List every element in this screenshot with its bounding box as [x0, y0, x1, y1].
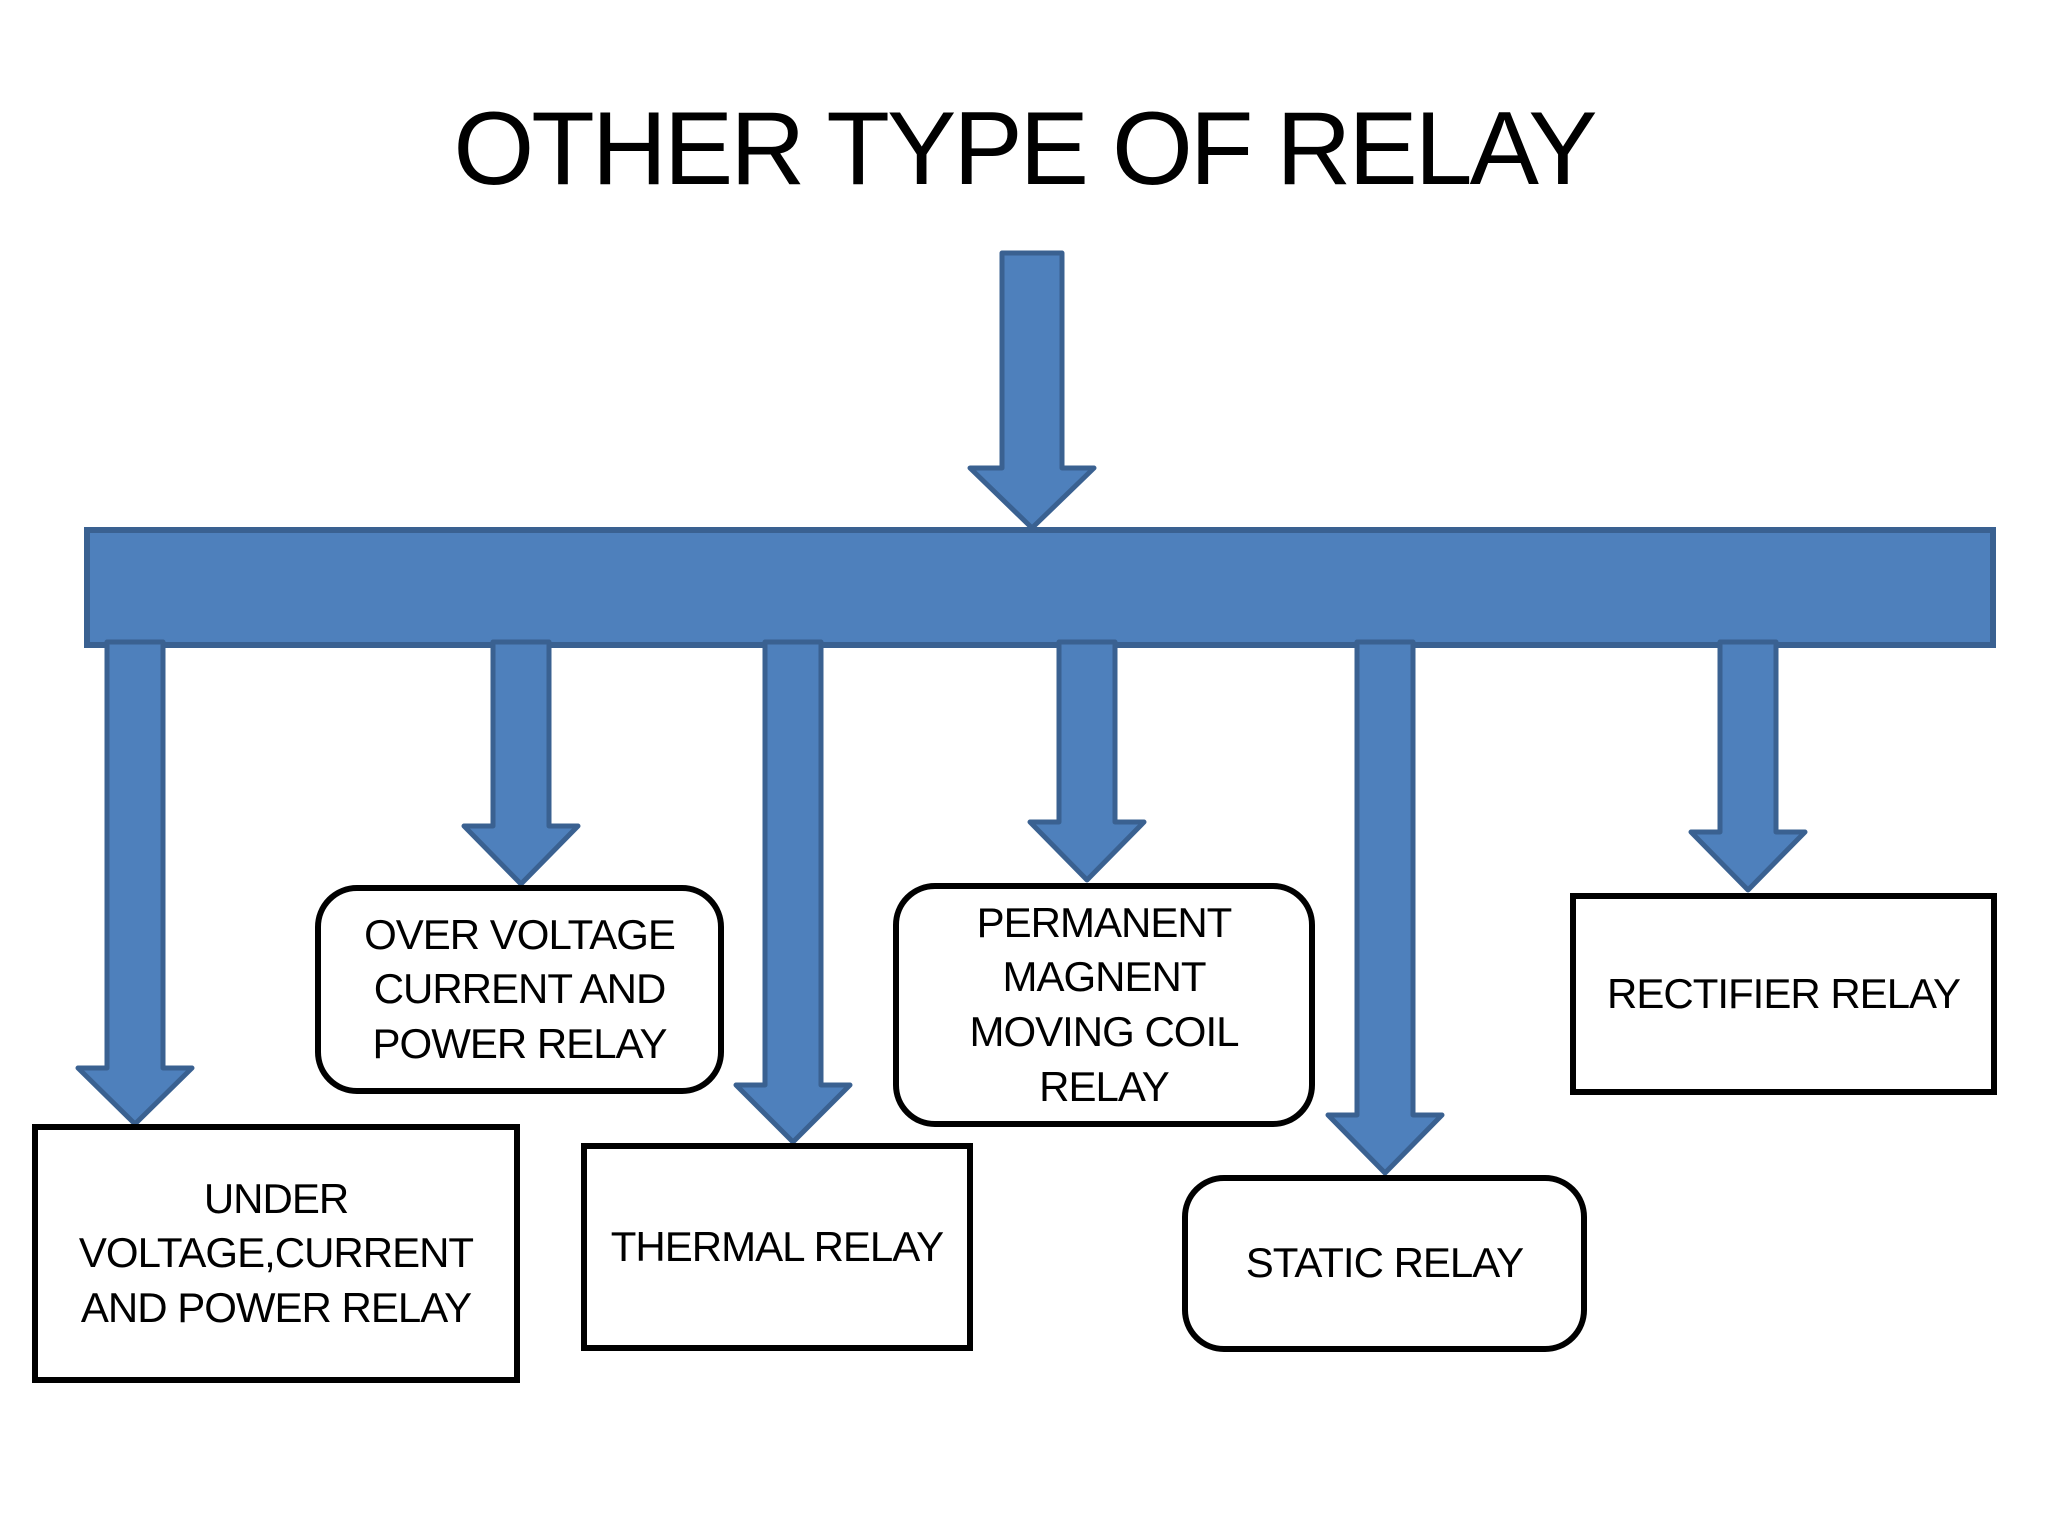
- node-static-relay: STATIC RELAY: [1182, 1175, 1587, 1352]
- node-thermal-relay: THERMAL RELAY: [581, 1143, 973, 1351]
- node-label: OVER VOLTAGE CURRENT AND POWER RELAY: [364, 910, 676, 1067]
- branch-arrow-over-voltage: [461, 639, 581, 887]
- main-down-arrow: [967, 250, 1097, 531]
- node-over-voltage-relay: OVER VOLTAGE CURRENT AND POWER RELAY: [315, 885, 724, 1094]
- node-rectifier-relay: RECTIFIER RELAY: [1570, 893, 1997, 1095]
- node-label: PERMANENT MAGNENT MOVING COIL RELAY: [969, 898, 1239, 1110]
- node-permanent-magnet-relay: PERMANENT MAGNENT MOVING COIL RELAY: [893, 883, 1315, 1127]
- branch-bar: [84, 527, 1996, 648]
- node-label: STATIC RELAY: [1245, 1239, 1524, 1287]
- branch-arrow-static: [1325, 639, 1445, 1176]
- node-under-voltage-relay: UNDER VOLTAGE,CURRENT AND POWER RELAY: [32, 1124, 520, 1383]
- branch-arrow-thermal: [733, 639, 853, 1145]
- branch-arrow-permanent-magnet: [1027, 639, 1147, 883]
- diagram-title: OTHER TYPE OF RELAY: [453, 91, 1597, 207]
- node-label: UNDER VOLTAGE,CURRENT AND POWER RELAY: [78, 1174, 474, 1331]
- branch-arrow-under-voltage: [75, 639, 195, 1127]
- node-label: THERMAL RELAY: [610, 1222, 944, 1270]
- branch-arrow-rectifier: [1688, 639, 1808, 893]
- node-label: RECTIFIER RELAY: [1607, 969, 1961, 1017]
